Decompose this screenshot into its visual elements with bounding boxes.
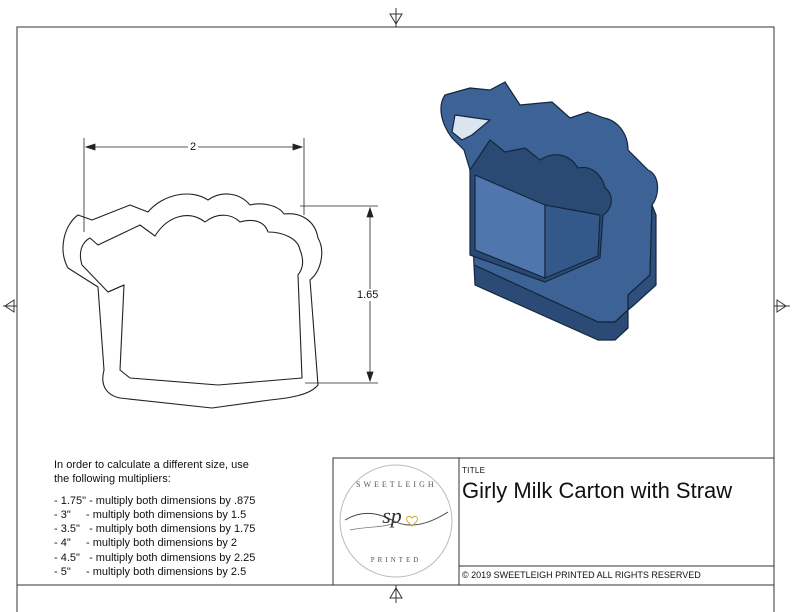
- cutter-outline-drawing: [62, 193, 323, 409]
- instructions-intro-line: In order to calculate a different size, …: [54, 459, 249, 471]
- model-right-wall: [627, 204, 657, 311]
- height-dimension-label: 1.65: [355, 289, 381, 301]
- width-dimension-label: 2: [188, 141, 199, 153]
- multiplier-row: - 3.5" - multiply both dimensions by 1.7…: [54, 523, 256, 536]
- model-straw-notch: [451, 114, 491, 141]
- centering-mark-left: [3, 299, 17, 313]
- multiplier-row: - 4.5" - multiply both dimensions by 2.2…: [54, 551, 256, 564]
- title-caption: TITLE: [462, 466, 486, 475]
- cutter-inner-outline: [79, 214, 304, 386]
- instructions-intro-line: the following multipliers:: [54, 473, 171, 486]
- model-inner-wall-right: [544, 204, 601, 279]
- logo-ring: [339, 464, 453, 578]
- title-block-frame: [332, 457, 775, 586]
- logo: [339, 464, 453, 578]
- multiplier-row: - 1.75" - multiply both dimensions by .8…: [54, 494, 256, 507]
- model-bottom-edge: [473, 264, 629, 341]
- logo-bottom-text: PRINTED: [370, 556, 422, 564]
- cutter-3d-model: [440, 81, 659, 341]
- multiplier-row: - 5" - multiply both dimensions by 2.5: [54, 566, 247, 579]
- logo-top-text: SWEETLEIGH: [356, 480, 437, 489]
- centering-mark-bottom: [389, 585, 403, 603]
- cutter-outer-outline: [62, 193, 323, 409]
- multiplier-row: - 4" - multiply both dimensions by 2: [54, 537, 238, 550]
- drawing-title: Girly Milk Carton with Straw: [462, 478, 733, 503]
- centering-mark-right: [774, 299, 790, 313]
- logo-monogram: sp: [382, 503, 402, 528]
- heart-icon: [406, 515, 418, 527]
- multiplier-row: - 3" - multiply both dimensions by 1.5: [54, 508, 247, 521]
- logo-swash: [344, 511, 449, 526]
- centering-mark-top: [389, 8, 403, 27]
- copyright-notice: © 2019 SWEETLEIGH PRINTED ALL RIGHTS RES…: [462, 570, 701, 580]
- size-multiplier-instructions: In order to calculate a different size, …: [54, 458, 334, 579]
